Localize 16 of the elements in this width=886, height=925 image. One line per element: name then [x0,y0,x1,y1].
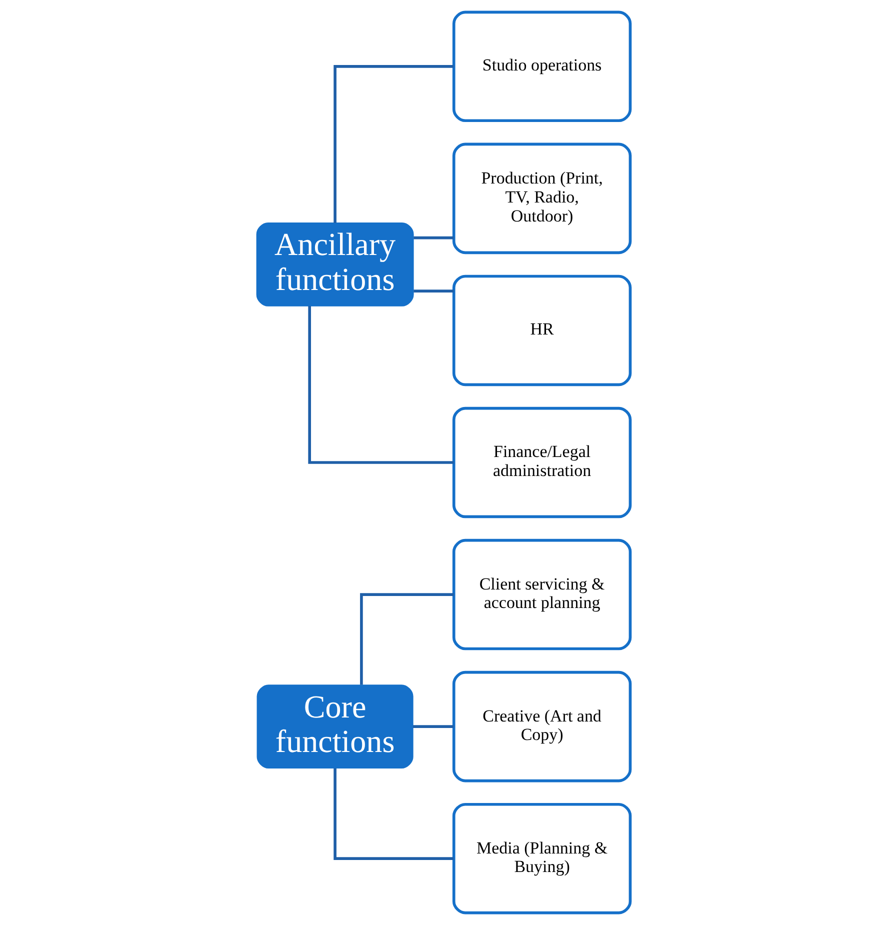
node-box: Production (Print, TV, Radio, Outdoor) [452,142,632,254]
node-box: Creative (Art and Copy) [452,670,632,782]
node-box: Core functions [256,684,413,769]
node-box: Client servicing & account planning [452,538,632,650]
connector [333,65,454,223]
connector [413,290,454,293]
connector [413,236,454,240]
connector [360,593,454,685]
node-box: Finance/Legal administration [452,406,632,518]
node-box: Ancillary functions [256,222,414,306]
connector [308,306,454,464]
connector [412,725,454,728]
node-box: Studio operations [452,10,632,122]
node-box: Media (Planning & Buying) [452,802,632,914]
node-box: HR [452,274,632,386]
connector [333,768,454,860]
